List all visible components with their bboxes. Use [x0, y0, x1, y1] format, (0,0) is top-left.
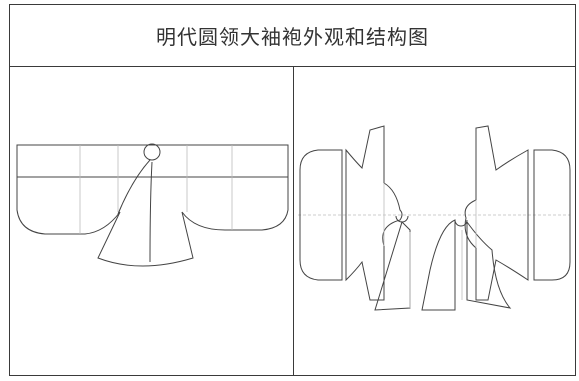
robe-appearance-icon [16, 143, 289, 267]
figure-table: 明代圆领大袖袍外观和结构图 [9, 4, 576, 376]
round-collar [143, 143, 161, 161]
right-sleeve-piece [464, 125, 529, 301]
robe-shoulder-band [16, 144, 289, 178]
right-sleeve-outline [181, 177, 289, 231]
robe-skirt-outline [97, 211, 194, 267]
back-body-piece [466, 220, 512, 309]
right-front-piece [421, 219, 456, 311]
front-overlap-line [117, 159, 151, 215]
column-divider [293, 67, 294, 375]
right-cuff-piece [533, 149, 571, 281]
title-row: 明代圆领大袖袍外观和结构图 [10, 5, 575, 67]
left-sleeve-piece [345, 125, 403, 301]
left-cuff-piece [299, 149, 343, 281]
center-front-line [149, 161, 153, 263]
collar-notch-left [395, 215, 409, 223]
left-sleeve-outline [16, 177, 121, 235]
left-front-piece [374, 221, 411, 311]
robe-pattern-pieces-icon [298, 125, 571, 311]
figure-title: 明代圆领大袖袍外观和结构图 [156, 25, 429, 49]
